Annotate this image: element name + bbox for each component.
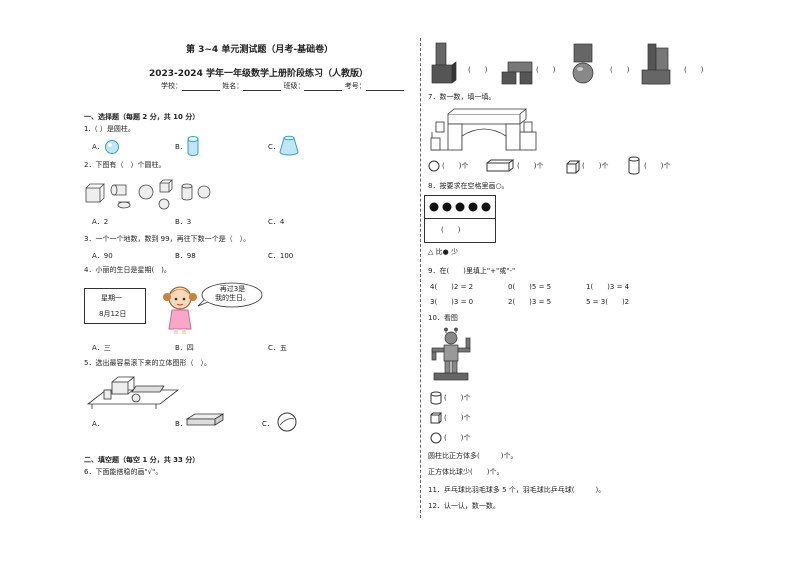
q3-option-b[interactable]: B．98 [175, 252, 196, 260]
q5-option-b[interactable]: B． [175, 420, 187, 428]
slope-scene-figure [86, 376, 180, 409]
q9-r2-1[interactable]: 3( )3 = 0 [430, 298, 474, 306]
q6-paren-1[interactable]: ( ) [468, 66, 488, 74]
school-blank[interactable] [182, 82, 220, 91]
q4-option-b[interactable]: B．四 [175, 344, 194, 352]
q2-option-b[interactable]: B．3 [175, 218, 192, 226]
q2-option-a[interactable]: A．2 [92, 218, 109, 226]
q1-option-a[interactable]: A． [92, 143, 104, 151]
page-subtitle: 2023-2024 学年一年级数学上册阶段练习（人教版） [149, 69, 368, 79]
cube-count-icon [566, 160, 581, 174]
class-blank[interactable] [304, 82, 343, 91]
q4-option-a[interactable]: A．三 [92, 344, 111, 352]
q4-option-c[interactable]: C．五 [268, 344, 287, 352]
q9-r2-2[interactable]: 2( )3 = 5 [508, 298, 552, 306]
q10-line-1[interactable]: 圆柱比正方体多( )个。 [428, 452, 518, 460]
calendar-weekday: 星期一 [101, 294, 122, 302]
q7-count-cylinder[interactable]: ( )个 [644, 162, 671, 170]
ball-icon [277, 412, 297, 432]
question-8: 8．按要求在空格里画○。 [428, 182, 509, 190]
q8-note: △ 比● 少 [428, 248, 458, 256]
q9-r1-3[interactable]: 1( )3 = 4 [586, 283, 630, 291]
page-title: 第 3~4 单元测试题（月考-基础卷） [186, 45, 334, 55]
speech-bubble-text: 再过3是 我的生日。 [215, 285, 250, 303]
q3-option-c[interactable]: C．100 [268, 252, 294, 260]
cube-small-icon [430, 412, 443, 424]
class-label: 班级： [283, 82, 305, 90]
q10-line-2[interactable]: 正方体比球少( )个。 [428, 468, 504, 476]
cylinder-icon [187, 136, 199, 156]
calendar-card: 星期一 8月12日 [84, 288, 146, 324]
bubble-line-1: 再过3是 [219, 285, 246, 293]
q8-answer-paren[interactable]: ( ) [441, 226, 461, 234]
section-2-heading: 二、填空题（每空 1 分，共 33 分） [84, 456, 200, 464]
question-4: 4．小丽的生日是星期( )。 [84, 266, 171, 274]
q8-grid: ( ) [424, 195, 496, 243]
cylinder-count-icon [628, 156, 640, 175]
info-fields: 学校： 姓名： 班级： 考号： [161, 82, 404, 91]
question-5: 5．选出最容易滚下来的立体图形（ ）。 [84, 359, 211, 367]
sphere-count-icon [428, 160, 440, 172]
name-blank[interactable] [243, 82, 282, 91]
q7-count-sphere[interactable]: ( )个 [442, 162, 469, 170]
cuboid-count-icon [486, 159, 515, 172]
question-7: 7．数一数，填一填。 [428, 93, 496, 101]
calendar-date: 8月12日 [99, 310, 127, 318]
q9-r1-1[interactable]: 4( )2 = 2 [430, 283, 474, 291]
name-label: 姓名： [222, 82, 244, 90]
frustum-icon [279, 135, 299, 156]
q8-grid-line [425, 218, 495, 219]
question-2: 2．下图有（ ）个圆柱。 [84, 161, 166, 169]
q6-stacks-figure [431, 42, 671, 85]
q10-count-cylinder[interactable]: ( )个 [444, 394, 471, 402]
q5-option-c[interactable]: C． [262, 420, 274, 428]
sphere-icon [105, 140, 119, 154]
cuboid-icon [185, 413, 225, 426]
section-1-heading: 一、选择题（每题 2 分，共 10 分） [84, 113, 200, 121]
dots-row [429, 202, 491, 212]
q7-count-cuboid[interactable]: ( )个 [517, 162, 544, 170]
number-blank[interactable] [365, 82, 404, 91]
cylinder-small-icon [430, 391, 442, 405]
q2-shapes-figure [85, 179, 211, 210]
column-divider [420, 38, 421, 518]
q1-option-c[interactable]: C． [268, 143, 280, 151]
question-10: 10．看图 [428, 314, 458, 322]
bubble-line-2: 我的生日。 [215, 294, 250, 302]
q2-option-c[interactable]: C．4 [268, 218, 285, 226]
q10-count-sphere[interactable]: ( )个 [444, 434, 471, 442]
girl-illustration [163, 286, 197, 334]
q3-option-a[interactable]: A．90 [92, 252, 113, 260]
sphere-small-icon [430, 432, 442, 444]
q1-option-b[interactable]: B． [175, 143, 187, 151]
question-3: 3．一个一个地数，数到 99，再往下数一个是（ ）。 [84, 235, 251, 243]
building-blocks-figure [430, 108, 537, 151]
q9-r2-3[interactable]: 5 = 3( )2 [586, 298, 630, 306]
speech-bubble-shape [197, 282, 263, 308]
school-label: 学校： [161, 82, 182, 90]
question-6: 6．下面能搭稳的画"√"。 [84, 468, 163, 476]
robot-figure [431, 327, 471, 381]
q5-option-a[interactable]: A． [92, 420, 104, 428]
q10-count-cube[interactable]: ( )个 [444, 414, 471, 422]
question-9: 9．在( )里填上"+"或"-" [428, 267, 516, 275]
q6-paren-2[interactable]: ( ) [536, 66, 556, 74]
q6-paren-4[interactable]: ( ) [684, 66, 704, 74]
question-12: 12．认一认，数一数。 [428, 502, 500, 510]
q6-paren-3[interactable]: ( ) [610, 66, 630, 74]
number-label: 考号： [344, 82, 366, 90]
question-11[interactable]: 11．乒乓球比羽毛球多 5 个，羽毛球比乒乓球( )。 [428, 486, 606, 494]
q9-r1-2[interactable]: 0( )5 = 5 [508, 283, 552, 291]
question-1: 1.（ ）是圆柱。 [84, 125, 135, 133]
q7-count-cube[interactable]: ( )个 [582, 162, 609, 170]
